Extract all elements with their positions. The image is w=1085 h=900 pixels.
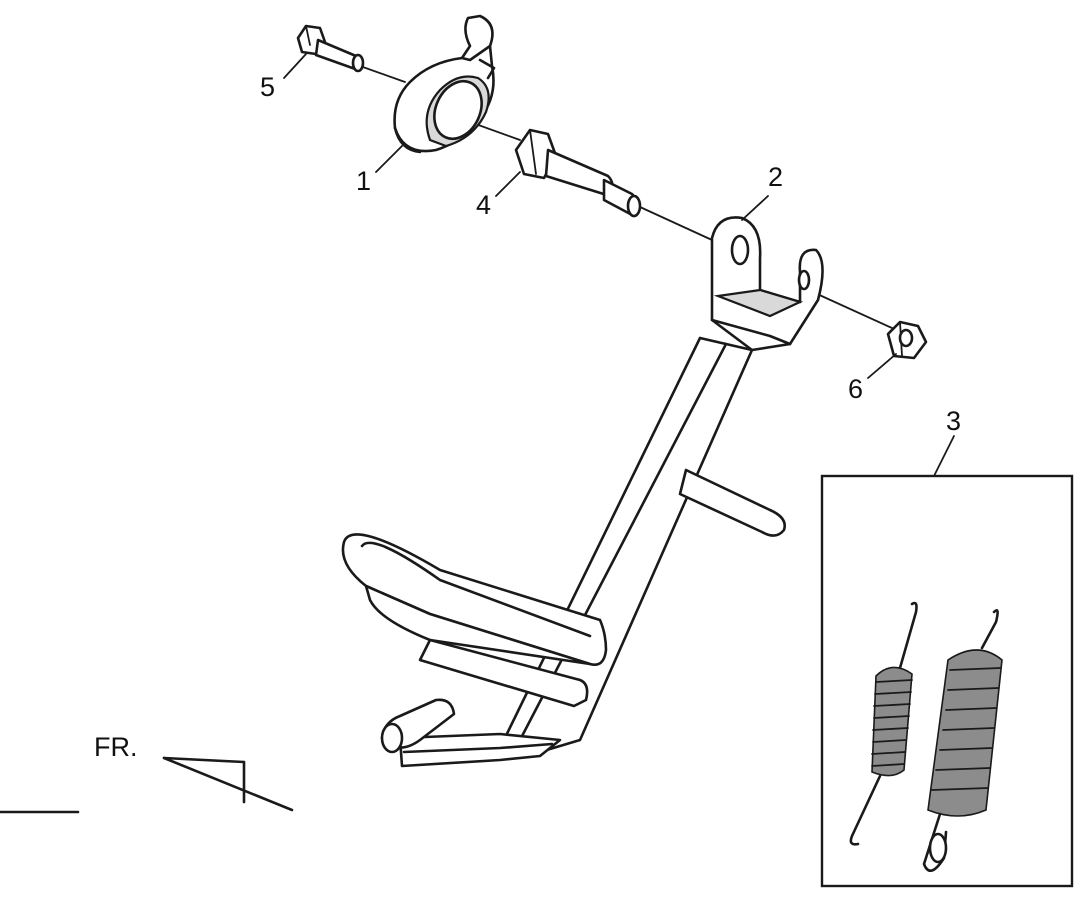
part-5-flange-bolt bbox=[296, 24, 365, 73]
spring-large bbox=[922, 609, 1003, 872]
front-direction-arrow-icon bbox=[162, 756, 294, 812]
part-4-pivot-bolt bbox=[514, 128, 642, 218]
callout-3: 3 bbox=[946, 406, 961, 436]
callout-2: 2 bbox=[768, 162, 783, 192]
leader-lines bbox=[283, 53, 955, 477]
callout-1: 1 bbox=[356, 166, 371, 196]
callout-4: 4 bbox=[476, 190, 491, 220]
part-3-springs-inset bbox=[820, 474, 1074, 888]
callout-5: 5 bbox=[260, 72, 275, 102]
callout-labels: 5 1 4 2 6 3 bbox=[260, 72, 961, 436]
front-label: FR. bbox=[94, 732, 138, 762]
front-indicator: FR. bbox=[0, 732, 294, 814]
part-1-stand-bracket bbox=[393, 14, 496, 154]
callout-6: 6 bbox=[848, 374, 863, 404]
part-2-main-stand bbox=[341, 216, 824, 768]
spring-small bbox=[849, 601, 918, 846]
part-6-nut bbox=[886, 320, 928, 360]
